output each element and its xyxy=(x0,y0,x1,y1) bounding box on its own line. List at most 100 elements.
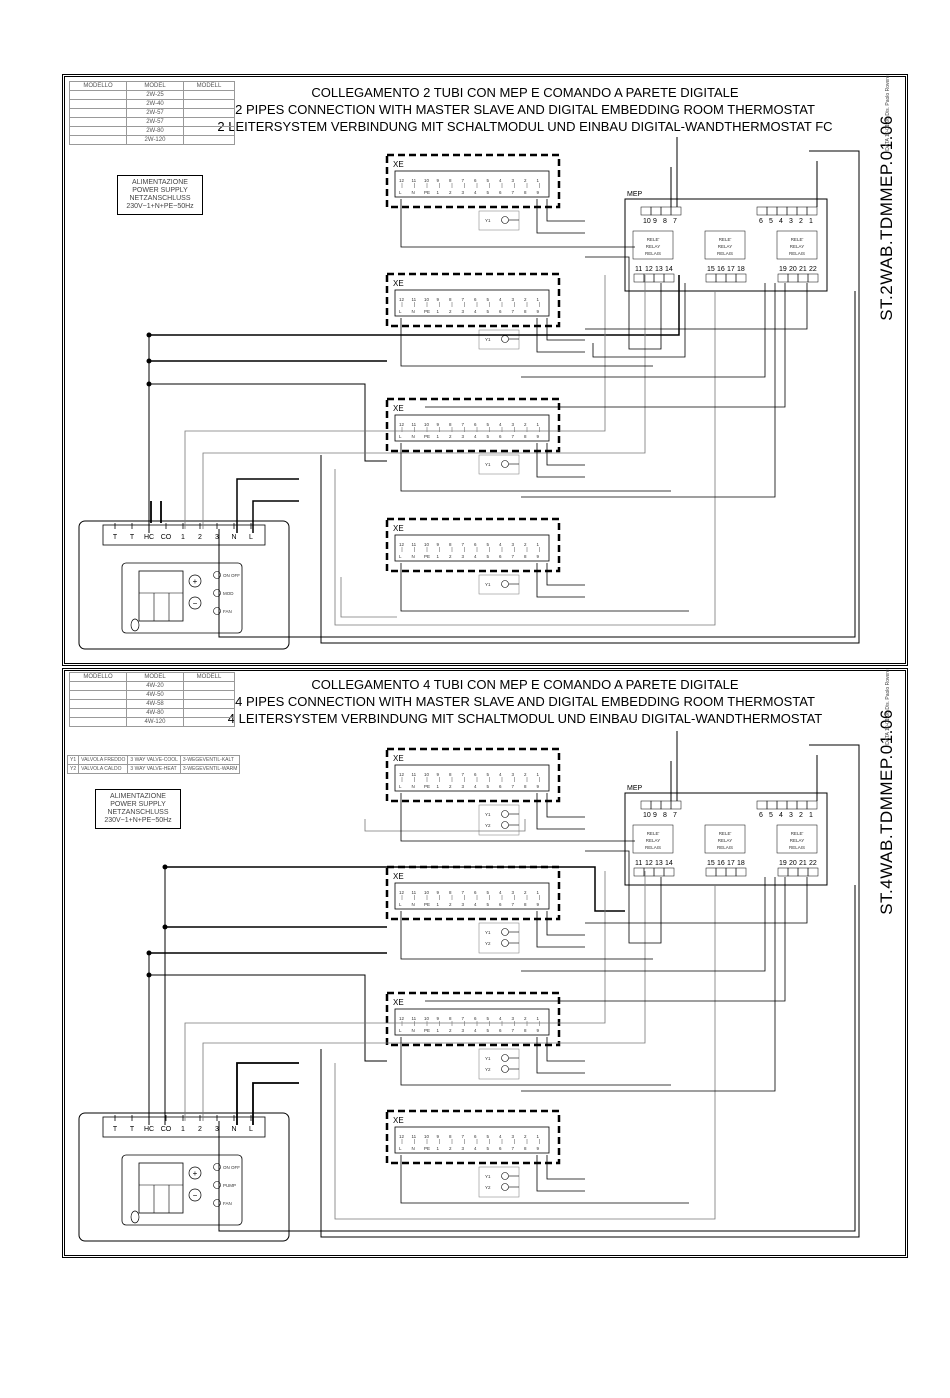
terminal-number: 9 xyxy=(437,422,440,427)
terminal-number: 8 xyxy=(449,297,452,302)
wire xyxy=(149,383,387,462)
valve-label: Y1 xyxy=(485,218,491,223)
mep-terminal xyxy=(756,800,768,810)
terminal-number: 7 xyxy=(512,1028,515,1033)
terminal-number: 7 xyxy=(512,554,515,559)
wire xyxy=(236,1062,299,1125)
relay-label: RELE' xyxy=(647,237,660,242)
terminal-number: 5 xyxy=(487,297,490,302)
terminal-number: 8 xyxy=(524,554,527,559)
wire xyxy=(521,877,776,1092)
thermostat-display xyxy=(138,1162,184,1214)
terminal-number: 10 xyxy=(424,890,430,895)
terminal-number: 3 xyxy=(512,1016,515,1021)
terminal-number: 11 xyxy=(412,422,417,427)
plus-icon: + xyxy=(193,577,198,586)
terminal-number: 6 xyxy=(499,902,502,907)
valve-it: VALVOLA CALDO xyxy=(78,764,129,774)
terminal-number: PE xyxy=(424,1028,430,1033)
terminal-number: 1 xyxy=(537,297,540,302)
terminal-number: N xyxy=(412,554,415,559)
psu-line: POWER SUPPLY xyxy=(110,801,166,808)
mode-button-label: MOD xyxy=(223,591,234,596)
mep-terminal-number: 13 xyxy=(655,860,663,867)
terminal-number: 5 xyxy=(487,890,490,895)
wiring-diagram-2: XE12L11N10PE918273645546372819Y1Y2XE12L1… xyxy=(78,731,860,1242)
terminal-number: 7 xyxy=(512,902,515,907)
terminal-number: 2 xyxy=(449,1028,452,1033)
terminal-number: 8 xyxy=(524,434,527,439)
mep-terminal-number: 3 xyxy=(789,218,793,225)
mep-terminal xyxy=(715,867,727,877)
terminal-number: 2 xyxy=(449,902,452,907)
wire xyxy=(425,283,786,408)
terminal-number: 9 xyxy=(437,1016,440,1021)
terminal-number: 3 xyxy=(512,890,515,895)
terminal-number: 11 xyxy=(412,890,417,895)
model-table: MODELLO MODEL MODELL 4W-20 4W-50 4W-58 4… xyxy=(69,672,235,727)
psu-line: ALIMENTAZIONE xyxy=(110,793,166,800)
mep-terminal xyxy=(777,273,789,283)
wire xyxy=(334,291,716,626)
fan-coil-unit-box xyxy=(385,1109,561,1165)
title-german: 2 LEITERSYSTEM VERBINDUNG MIT SCHALTMODU… xyxy=(217,119,833,134)
mep-terminal xyxy=(633,273,645,283)
mep-terminal-number: 6 xyxy=(759,812,763,819)
terminal-number: 8 xyxy=(524,902,527,907)
mep-terminal-number: 18 xyxy=(737,266,745,273)
thermostat-terminal-label: 2 xyxy=(198,1126,202,1133)
fan-coil-unit-box xyxy=(385,991,561,1047)
valve-box xyxy=(478,922,520,954)
terminal-number: 6 xyxy=(474,422,477,427)
mep-terminal xyxy=(796,800,808,810)
mep-terminal xyxy=(776,206,788,216)
wire xyxy=(536,793,585,830)
mep-terminal-number: 19 xyxy=(779,860,787,867)
mep-terminal-number: 18 xyxy=(737,860,745,867)
terminal-strip xyxy=(394,1126,550,1154)
mep-terminal xyxy=(787,867,799,877)
terminal-number: 9 xyxy=(537,784,540,789)
wire xyxy=(202,871,646,1121)
terminal-number: N xyxy=(412,1146,415,1151)
thermostat-terminal-label: T xyxy=(130,534,135,541)
relay-box xyxy=(776,230,818,260)
valve-legend: Y1 VALVOLA FREDDO 3 WAY VALVE-COOL 3-WEG… xyxy=(66,755,241,774)
terminal-number: 12 xyxy=(399,1134,405,1139)
mep-terminal-number: 9 xyxy=(653,812,657,819)
valve-actuator-icon xyxy=(501,216,509,224)
terminal-number: PE xyxy=(424,1146,430,1151)
thermostat-terminal-label: T xyxy=(113,1126,118,1133)
mep-terminal-number: 5 xyxy=(769,218,773,225)
fan-coil-unit-box xyxy=(385,272,561,328)
terminal-number: 7 xyxy=(512,1146,515,1151)
wire xyxy=(585,850,662,944)
valve-label: Y2 xyxy=(485,1185,491,1190)
terminal-strip xyxy=(394,1008,550,1036)
thermostat-terminal-label: HC xyxy=(144,1126,154,1133)
terminal-number: 6 xyxy=(499,1028,502,1033)
wire xyxy=(592,283,686,358)
mep-terminal-number: 15 xyxy=(707,266,715,273)
terminal-number: 9 xyxy=(437,542,440,547)
terminal-number: 4 xyxy=(499,1134,502,1139)
wire xyxy=(546,443,585,466)
terminal-number: 12 xyxy=(399,297,405,302)
terminal-number: 6 xyxy=(474,772,477,777)
mep-terminal xyxy=(796,206,808,216)
wire xyxy=(400,443,671,492)
thermostat-terminal-label: CO xyxy=(161,534,172,541)
wire xyxy=(184,275,606,529)
mep-terminal-number: 10 xyxy=(643,812,651,819)
terminal-number: 8 xyxy=(524,784,527,789)
mep-terminal-number: 14 xyxy=(665,860,673,867)
relay-label: RELAY xyxy=(790,838,804,843)
terminal-strip xyxy=(394,882,550,910)
terminal-number: 7 xyxy=(462,1016,465,1021)
mep-module-box xyxy=(624,198,828,292)
mep-terminal-number: 22 xyxy=(809,266,817,273)
thermostat-terminal-label: 3 xyxy=(215,1126,219,1133)
terminal-number: 8 xyxy=(449,1016,452,1021)
mep-terminal-number: 17 xyxy=(727,266,735,273)
wire xyxy=(546,911,585,936)
